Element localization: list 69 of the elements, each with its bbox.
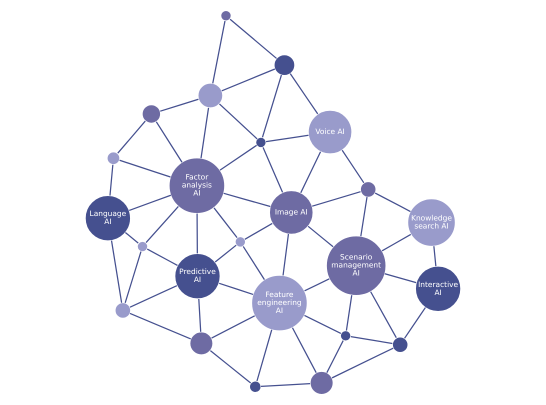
connector bbox=[433, 246, 436, 266]
connector bbox=[326, 340, 344, 373]
connector bbox=[146, 248, 178, 266]
connector bbox=[128, 194, 172, 212]
connector bbox=[196, 214, 198, 254]
connector bbox=[119, 160, 171, 178]
node-circle bbox=[392, 336, 408, 353]
node-circle bbox=[310, 371, 334, 395]
connector bbox=[266, 134, 309, 142]
connector bbox=[110, 240, 122, 303]
connector bbox=[282, 234, 290, 276]
node-circle bbox=[234, 236, 246, 248]
connector bbox=[198, 298, 202, 332]
node-circle bbox=[340, 330, 352, 342]
connector bbox=[117, 120, 146, 154]
connector bbox=[212, 20, 226, 84]
connector bbox=[384, 273, 416, 284]
connector bbox=[200, 108, 210, 158]
connector bbox=[308, 226, 334, 248]
connector bbox=[109, 164, 114, 196]
connector bbox=[160, 98, 199, 112]
connector bbox=[222, 68, 276, 92]
node-circle bbox=[360, 181, 376, 198]
node-circle bbox=[274, 54, 296, 76]
connector bbox=[256, 330, 272, 382]
connector bbox=[304, 314, 342, 334]
connector bbox=[242, 246, 265, 280]
node-circle bbox=[220, 10, 232, 22]
connector bbox=[262, 74, 282, 138]
connector bbox=[244, 222, 273, 240]
node-circle bbox=[198, 82, 224, 108]
connector bbox=[262, 147, 284, 193]
connector bbox=[130, 285, 178, 308]
node-circle bbox=[106, 152, 120, 165]
connector bbox=[220, 144, 257, 171]
connector bbox=[404, 307, 426, 339]
connector bbox=[210, 350, 252, 384]
connector bbox=[346, 295, 352, 331]
connector bbox=[230, 18, 277, 59]
connector bbox=[374, 192, 411, 212]
connector bbox=[214, 244, 237, 263]
connector bbox=[224, 192, 270, 208]
connector bbox=[382, 234, 412, 252]
connector bbox=[146, 206, 179, 243]
connector bbox=[304, 278, 330, 292]
node-circle bbox=[255, 136, 266, 148]
connector bbox=[350, 336, 392, 344]
connector bbox=[124, 251, 142, 304]
connector bbox=[332, 348, 394, 378]
connector bbox=[312, 191, 361, 207]
connector bbox=[360, 196, 368, 236]
connector bbox=[300, 152, 322, 194]
connector bbox=[260, 382, 310, 388]
connector bbox=[219, 103, 258, 140]
node-circle bbox=[189, 332, 214, 356]
connector bbox=[214, 207, 238, 238]
connector bbox=[290, 73, 318, 114]
node-circle bbox=[142, 104, 161, 124]
connector bbox=[218, 282, 254, 296]
node-circle bbox=[136, 240, 148, 252]
node-circle bbox=[114, 302, 132, 319]
connector bbox=[211, 315, 256, 339]
connector bbox=[292, 327, 317, 373]
connector bbox=[342, 150, 364, 184]
connector bbox=[124, 232, 139, 244]
connector bbox=[130, 312, 192, 340]
connector bbox=[156, 121, 183, 163]
node-circle bbox=[249, 380, 262, 393]
connector bbox=[370, 291, 397, 338]
